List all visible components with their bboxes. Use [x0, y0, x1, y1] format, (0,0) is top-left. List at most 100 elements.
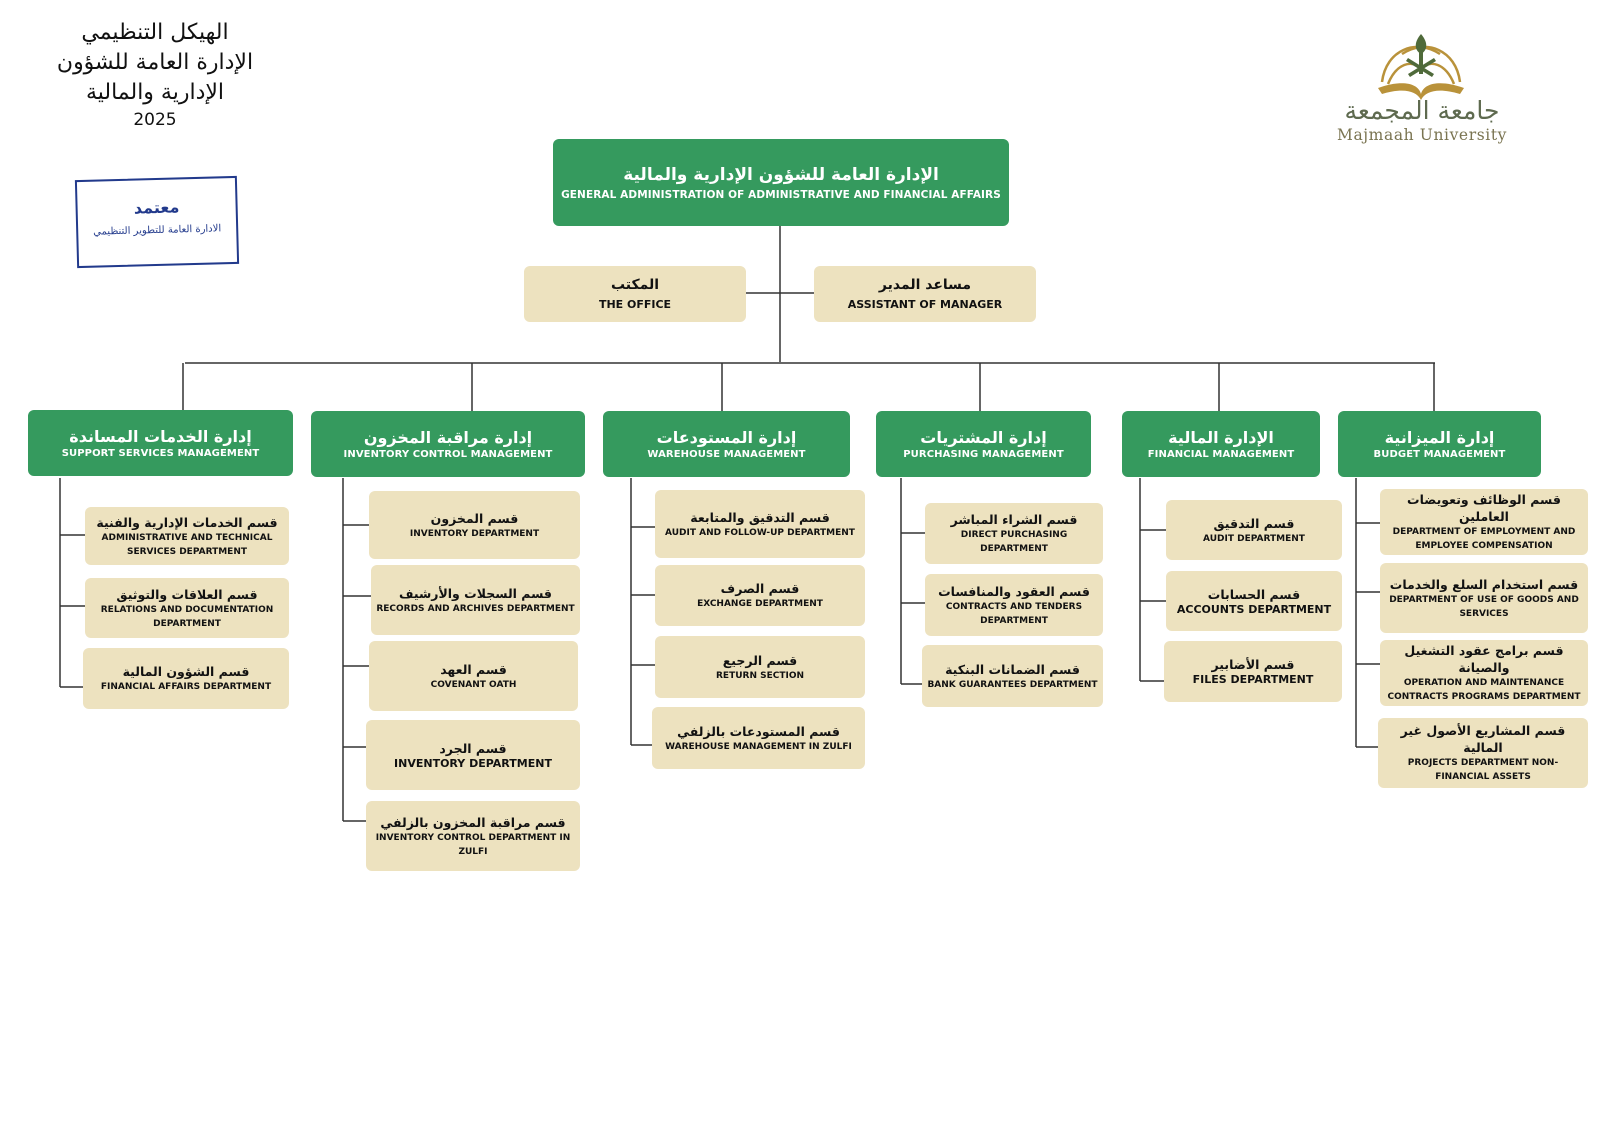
- section-box: قسم الرجيع RETURN SECTION: [655, 636, 865, 698]
- section-box: قسم استخدام السلع والخدمات DEPARTMENT OF…: [1380, 563, 1588, 633]
- box-title-arabic: إدارة المشتريات: [920, 427, 1047, 447]
- section-box: قسم الوظائف وتعويضات العاملين DEPARTMENT…: [1380, 489, 1588, 555]
- box-title-arabic: قسم الشؤون المالية: [122, 664, 250, 679]
- box-title-english: THE OFFICE: [598, 298, 672, 311]
- box-title-arabic: قسم العقود والمنافسات: [938, 583, 1090, 599]
- box-title-english: FILES DEPARTMENT: [1192, 673, 1314, 686]
- department-box: إدارة الخدمات المساندة SUPPORT SERVICES …: [28, 410, 293, 476]
- department-box: إدارة المستودعات WAREHOUSE MANAGEMENT: [603, 411, 850, 477]
- box-title-arabic: إدارة الميزانية: [1384, 427, 1495, 447]
- chart-heading: الهيكل التنظيمي الإدارة العامة للشؤون ال…: [40, 18, 270, 132]
- section-box: قسم الجرد INVENTORY DEPARTMENT: [366, 720, 580, 790]
- approval-stamp: معتمد الادارة العامة للتطوير التنظيمي: [74, 175, 240, 269]
- box-title-english: ACCOUNTS DEPARTMENT: [1176, 602, 1332, 616]
- section-box: قسم العقود والمنافسات CONTRACTS AND TEND…: [925, 574, 1103, 636]
- box-title-english: PROJECTS DEPARTMENT NON-FINANCIAL ASSETS: [1407, 758, 1559, 782]
- section-box: قسم الأضابير FILES DEPARTMENT: [1164, 641, 1342, 702]
- heading-year: 2025: [133, 110, 177, 130]
- box-title-arabic: قسم استخدام السلع والخدمات: [1389, 576, 1579, 592]
- box-title-arabic: قسم الجرد: [439, 740, 507, 756]
- box-title-arabic: قسم الأضابير: [1211, 657, 1295, 672]
- box-title-arabic: قسم مراقبة المخزون بالزلفي: [380, 814, 566, 830]
- box-title-arabic: قسم الضمانات البنكية: [945, 661, 1080, 677]
- box-title-english: RECORDS AND ARCHIVES DEPARTMENT: [376, 603, 575, 614]
- box-title-arabic: قسم المشاريع الأصول غير المالية: [1400, 723, 1566, 755]
- box-title-arabic: الإدارة المالية: [1168, 427, 1274, 447]
- box-title-english: AUDIT AND FOLLOW-UP DEPARTMENT: [665, 527, 855, 538]
- box-title-english: INVENTORY CONTROL DEPARTMENT IN ZULFI: [375, 832, 571, 857]
- section-box: قسم الشراء المباشر DIRECT PURCHASING DEP…: [925, 503, 1103, 564]
- box-title-arabic: قسم المخزون: [430, 510, 519, 526]
- box-title-english: DIRECT PURCHASING DEPARTMENT: [960, 530, 1068, 554]
- box-title-arabic: المكتب: [610, 277, 660, 293]
- section-box: قسم الحسابات ACCOUNTS DEPARTMENT: [1166, 571, 1342, 631]
- box-title-english: RELATIONS AND DOCUMENTATION DEPARTMENT: [100, 604, 274, 629]
- section-box: قسم الضمانات البنكية BANK GUARANTEES DEP…: [922, 645, 1103, 707]
- box-title-english: CONTRACTS AND TENDERS DEPARTMENT: [945, 601, 1083, 626]
- university-name-english: Majmaah University: [1336, 126, 1508, 144]
- box-title-arabic: قسم برامج عقود التشغيل والصيانة: [1404, 643, 1564, 675]
- box-title-english: OPERATION AND MAINTENANCE CONTRACTS PROG…: [1387, 678, 1581, 702]
- box-title-arabic: قسم الرجيع: [722, 652, 798, 668]
- box-title-english: RETURN SECTION: [715, 670, 805, 681]
- box-title-arabic: قسم الحسابات: [1207, 586, 1301, 602]
- box-title-english: PURCHASING MANAGEMENT: [903, 448, 1064, 460]
- box-title-english: DEPARTMENT OF USE OF GOODS AND SERVICES: [1389, 594, 1579, 619]
- heading-line-3: الإدارية والمالية: [85, 80, 225, 105]
- box-title-english: INVENTORY DEPARTMENT: [409, 528, 540, 539]
- section-box: قسم المخزون INVENTORY DEPARTMENT: [369, 491, 580, 559]
- university-logo-icon: [1378, 34, 1464, 100]
- department-box: إدارة الميزانية BUDGET MANAGEMENT: [1338, 411, 1541, 477]
- stamp-line-1: معتمد: [133, 197, 180, 218]
- assistant-manager-box: مساعد المدير ASSISTANT OF MANAGER: [814, 266, 1036, 322]
- box-title-english: EXCHANGE DEPARTMENT: [697, 599, 823, 609]
- heading-line-1: الهيكل التنظيمي: [81, 20, 229, 45]
- box-title-arabic: إدارة المستودعات: [656, 427, 797, 447]
- section-box: قسم التدقيق والمتابعة AUDIT AND FOLLOW-U…: [655, 490, 865, 558]
- box-title-english: GENERAL ADMINISTRATION OF ADMINISTRATIVE…: [561, 188, 1001, 201]
- box-title-arabic: قسم التدقيق والمتابعة: [690, 509, 830, 525]
- section-box: قسم الصرف EXCHANGE DEPARTMENT: [655, 565, 865, 626]
- box-title-english: FINANCIAL MANAGEMENT: [1147, 448, 1295, 460]
- box-title-arabic: إدارة مراقبة المخزون: [363, 427, 533, 447]
- section-box: قسم العلاقات والتوثيق RELATIONS AND DOCU…: [85, 578, 289, 638]
- general-administration-box: الإدارة العامة للشؤون الإدارية والمالية …: [553, 139, 1009, 226]
- box-title-english: INVENTORY DEPARTMENT: [394, 756, 552, 770]
- section-box: قسم التدقيق AUDIT DEPARTMENT: [1166, 500, 1342, 560]
- section-box: قسم الخدمات الإدارية والفنية ADMINISTRAT…: [85, 507, 289, 565]
- box-title-arabic: قسم الشراء المباشر: [950, 512, 1078, 527]
- box-title-english: COVENANT OATH: [430, 679, 517, 690]
- box-title-english: SUPPORT SERVICES MANAGEMENT: [61, 447, 260, 459]
- university-name-arabic: جامعة المجمعة: [1344, 96, 1500, 125]
- box-title-arabic: قسم العهد: [440, 661, 507, 677]
- department-box: إدارة المشتريات PURCHASING MANAGEMENT: [876, 411, 1091, 477]
- box-title-arabic: قسم الصرف: [720, 581, 800, 596]
- box-title-arabic: قسم السجلات والأرشيف: [398, 585, 552, 601]
- box-title-english: ADMINISTRATIVE AND TECHNICAL SERVICES DE…: [101, 532, 273, 557]
- box-title-english: WAREHOUSE MANAGEMENT: [647, 448, 806, 460]
- office-box: المكتب THE OFFICE: [524, 266, 746, 322]
- box-title-english: BANK GUARANTEES DEPARTMENT: [927, 679, 1098, 690]
- box-title-english: WAREHOUSE MANAGEMENT IN ZULFI: [665, 741, 852, 752]
- department-box: الإدارة المالية FINANCIAL MANAGEMENT: [1122, 411, 1320, 477]
- box-title-arabic: إدارة الخدمات المساندة: [69, 426, 252, 446]
- box-title-arabic: الإدارة العامة للشؤون الإدارية والمالية: [623, 164, 939, 185]
- section-box: قسم السجلات والأرشيف RECORDS AND ARCHIVE…: [371, 565, 580, 635]
- box-title-english: ASSISTANT OF MANAGER: [847, 298, 1003, 311]
- box-title-arabic: قسم العلاقات والتوثيق: [116, 586, 258, 602]
- department-box: إدارة مراقبة المخزون INVENTORY CONTROL M…: [311, 411, 585, 477]
- box-title-arabic: قسم الوظائف وتعويضات العاملين: [1407, 492, 1561, 524]
- box-title-arabic: مساعد المدير: [878, 277, 972, 293]
- stamp-line-2: الادارة العامة للتطوير التنظيمي: [93, 223, 222, 238]
- box-title-english: BUDGET MANAGEMENT: [1373, 448, 1506, 460]
- box-title-english: DEPARTMENT OF EMPLOYMENT AND EMPLOYEE CO…: [1392, 527, 1576, 551]
- heading-line-2: الإدارة العامة للشؤون: [56, 50, 254, 75]
- box-title-arabic: قسم الخدمات الإدارية والفنية: [96, 514, 278, 530]
- section-box: قسم المشاريع الأصول غير المالية PROJECTS…: [1378, 718, 1588, 788]
- section-box: قسم برامج عقود التشغيل والصيانة OPERATIO…: [1380, 640, 1588, 706]
- box-title-english: INVENTORY CONTROL MANAGEMENT: [343, 448, 553, 460]
- box-title-english: FINANCIAL AFFAIRS DEPARTMENT: [100, 682, 272, 692]
- box-title-arabic: قسم المستودعات بالزلفي: [677, 723, 840, 739]
- section-box: قسم المستودعات بالزلفي WAREHOUSE MANAGEM…: [652, 707, 865, 769]
